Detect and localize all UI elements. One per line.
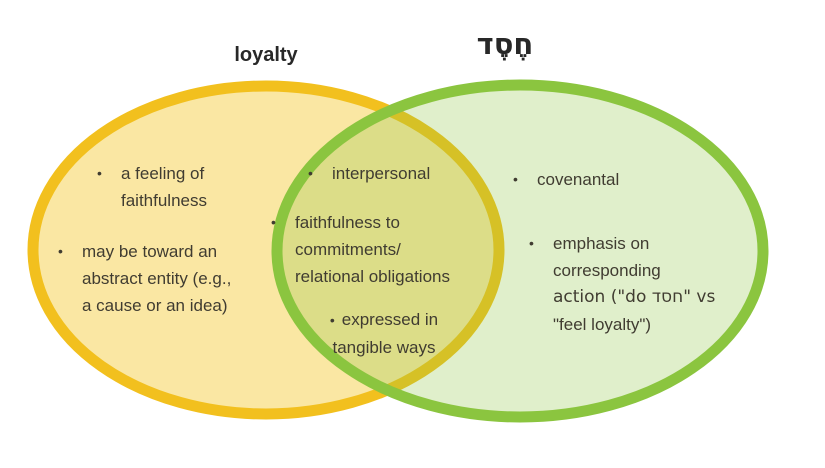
item-text: may be toward an abstract entity (e.g., … — [82, 242, 232, 315]
overlap-item-interpersonal: • interpersonal — [308, 160, 430, 187]
item-text: interpersonal — [332, 164, 431, 183]
bullet-icon: • — [271, 214, 276, 230]
right-item-covenantal: • covenantal — [513, 166, 619, 193]
left-item-feeling: • a feeling of faithfulness — [97, 160, 207, 214]
right-item-emphasis: • emphasis on corresponding action ("do … — [529, 230, 715, 338]
overlap-item-expressed: •expressed in tangible ways — [298, 306, 470, 361]
bullet-icon: • — [329, 312, 335, 328]
item-text: emphasis on corresponding action ("do חס… — [553, 234, 716, 334]
item-text: •expressed in — [329, 310, 439, 329]
item-text: covenantal — [537, 170, 620, 189]
bullet-icon: • — [513, 171, 518, 187]
right-ellipse-chesed — [271, 79, 769, 423]
left-circle-title: loyalty — [234, 44, 298, 66]
bullet-icon: • — [58, 243, 63, 259]
right-circle-title: חֶסֶד — [476, 27, 534, 61]
item-text: a feeling of faithfulness — [121, 164, 207, 210]
left-item-abstract: • may be toward an abstract entity (e.g.… — [58, 238, 231, 319]
item-text: faithfulness to commitments/ relational … — [295, 213, 450, 286]
bullet-icon: • — [529, 235, 534, 251]
left-ellipse-loyalty — [27, 80, 505, 420]
bullet-icon: • — [97, 165, 102, 181]
overlap-item-faithfulness: • faithfulness to commitments/ relationa… — [271, 209, 450, 290]
bullet-icon: • — [308, 165, 313, 181]
